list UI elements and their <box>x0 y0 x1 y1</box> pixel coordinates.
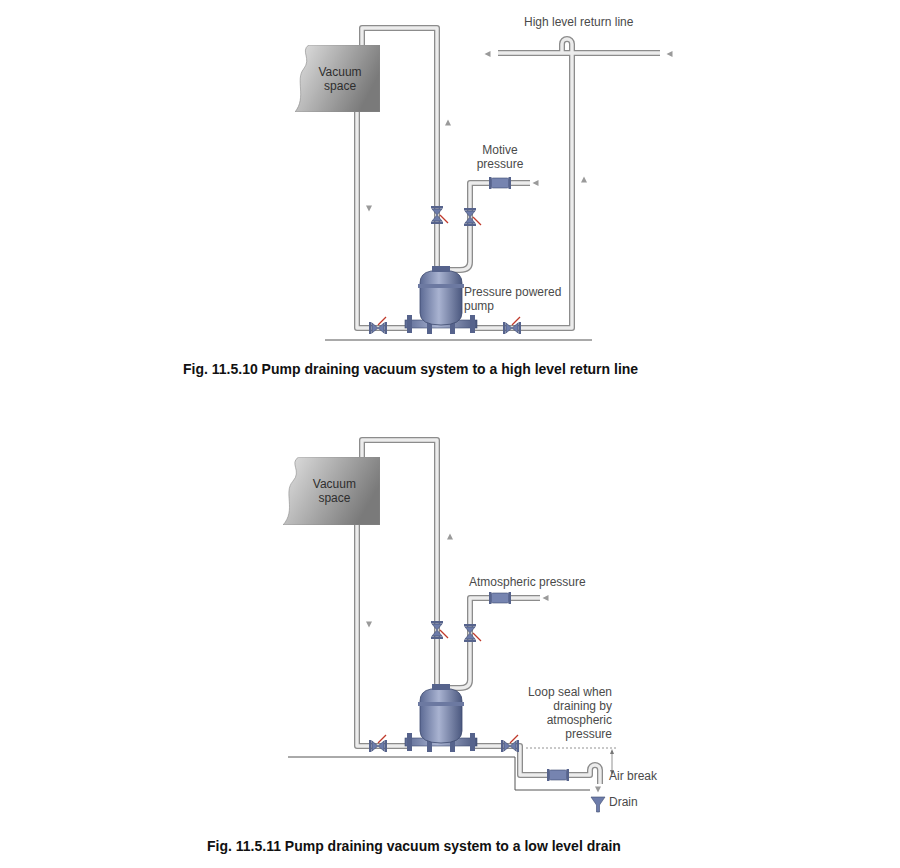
valve-symbol <box>431 621 448 639</box>
part-label: Pressure powered pump <box>464 285 572 313</box>
flow-arrowhead <box>595 787 601 793</box>
flow-arrowhead <box>485 51 491 57</box>
pipe <box>498 50 660 56</box>
pipe <box>498 51 660 54</box>
flow-arrowhead <box>581 177 587 183</box>
dimension-line <box>526 748 616 749</box>
flow-arrowhead <box>543 595 549 601</box>
valve-symbol <box>431 206 448 224</box>
flow-arrowhead <box>667 51 673 57</box>
vacuum-space-outline <box>283 457 380 525</box>
vacuum-space-outline <box>295 45 380 112</box>
pipe <box>447 598 540 688</box>
flow-arrowhead <box>447 534 453 540</box>
flow-arrowhead <box>445 120 451 126</box>
pipe <box>472 746 600 784</box>
pipe <box>472 746 600 784</box>
pipe <box>447 183 530 270</box>
flow-arrowhead <box>366 622 372 628</box>
pipe <box>472 39 572 328</box>
valve-symbol <box>503 317 521 334</box>
vacuum-space-label: Vacuum space <box>314 65 366 93</box>
pipe <box>357 525 410 746</box>
floor-line <box>325 340 592 341</box>
part-label: High level return line <box>524 15 633 29</box>
vacuum-space-label: Vacuum space <box>308 477 360 505</box>
vacuum-space: Vacuum space <box>295 45 380 112</box>
pipe <box>447 598 540 688</box>
pipe <box>357 525 410 746</box>
strainer-symbol <box>489 177 511 189</box>
vacuum-space: Vacuum space <box>283 457 380 525</box>
part-label: Loop seal when draining by atmospheric p… <box>508 685 612 741</box>
figure-caption: Fig. 11.5.10 Pump draining vacuum system… <box>183 361 638 378</box>
strainer-symbol <box>489 592 511 604</box>
valve-symbol <box>464 208 481 226</box>
pipe-fill <box>357 28 660 784</box>
valve-symbol <box>369 317 387 334</box>
part-label: Drain <box>609 795 638 809</box>
part-label: Atmospheric pressure <box>469 575 586 589</box>
part-label: Motive pressure <box>465 143 535 171</box>
pipe-outline <box>357 28 660 784</box>
pipe <box>357 112 410 328</box>
pipe <box>357 112 410 328</box>
figure-caption: Fig. 11.5.11 Pump draining vacuum system… <box>207 838 621 855</box>
flow-arrowhead <box>366 206 372 212</box>
pipe <box>447 183 530 270</box>
pump-symbol <box>405 684 477 752</box>
vacuum-space-text-box: Vacuum space <box>283 457 380 525</box>
valve-symbol <box>464 624 481 642</box>
vacuum-space-text-box: Vacuum space <box>295 45 380 112</box>
part-label: Air break <box>609 769 657 783</box>
valve-symbol <box>369 735 387 752</box>
drain-funnel <box>591 797 605 812</box>
strainer-symbol <box>547 769 569 781</box>
valve-symbol <box>501 735 519 752</box>
flow-arrowhead <box>533 180 539 186</box>
